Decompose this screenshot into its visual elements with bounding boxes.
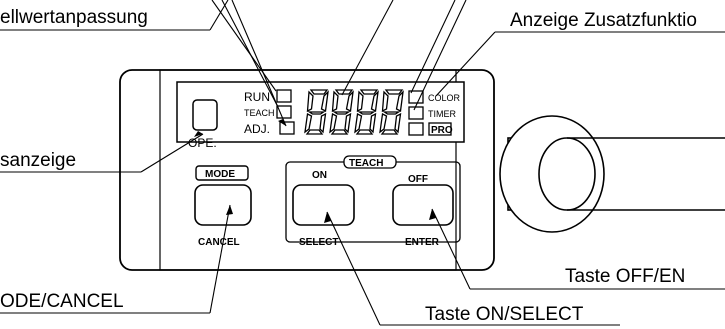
select-label: SELECT <box>299 237 338 248</box>
digit-segment <box>320 90 329 112</box>
digit-segment <box>379 113 388 134</box>
arrowhead <box>324 212 331 223</box>
left-indicators: RUN TEACH ADJ. <box>244 89 295 136</box>
digit-segment <box>380 129 399 135</box>
digit-segment <box>354 113 363 134</box>
arrowhead <box>226 205 233 215</box>
pro-label: PRO <box>431 125 453 136</box>
digit-segment <box>331 90 339 113</box>
teach-label-frame <box>343 155 397 169</box>
digit-segment <box>345 90 354 112</box>
digit-segment <box>384 89 404 95</box>
digit-segment <box>357 111 376 115</box>
adj-led <box>279 121 295 135</box>
enter-label: ENTER <box>405 237 440 248</box>
run-led <box>276 89 292 103</box>
display-digit <box>379 89 404 135</box>
run-label: RUN <box>244 90 270 104</box>
digit-segment <box>395 90 404 112</box>
ope-label: OPE. <box>188 136 217 150</box>
digit-segment <box>381 90 389 113</box>
arrowhead <box>278 119 286 126</box>
callout-off-enter: Taste OFF/EN <box>565 266 685 287</box>
leader-arrowheads <box>194 119 436 223</box>
pro-led <box>408 122 424 136</box>
teach-button-group: TEACH ON SELECT OFF ENTER <box>285 155 461 248</box>
digit-segment <box>330 129 349 135</box>
digit-segment <box>394 112 402 134</box>
digit-segment <box>332 111 351 115</box>
on-label: ON <box>312 170 327 181</box>
callout-extra-function-display: Anzeige Zusatzfunktio <box>510 10 697 31</box>
adj-label: ADJ. <box>244 122 270 136</box>
digit-segment <box>304 113 313 134</box>
digit-segment <box>370 90 379 112</box>
callout-on-select: Taste ON/SELECT <box>425 304 584 325</box>
seven-segment-display <box>304 89 404 135</box>
teach-led <box>276 105 292 119</box>
callout-operation-display: sanzeige <box>0 150 76 171</box>
cancel-label: CANCEL <box>198 237 240 248</box>
arrowhead <box>429 209 436 220</box>
digit-segment <box>305 129 324 135</box>
digit-segment <box>382 111 401 115</box>
off-enter-button[interactable] <box>392 184 454 226</box>
callout-mode-cancel: ODE/CANCEL <box>0 291 124 312</box>
display-digit <box>329 89 354 135</box>
pro-badge <box>428 122 452 136</box>
color-label: COLOR <box>428 93 461 103</box>
mode-label: MODE <box>205 169 235 180</box>
digit-segment <box>309 89 329 95</box>
digit-segment <box>356 90 364 113</box>
digit-segment <box>319 112 327 134</box>
digit-segment <box>359 89 379 95</box>
off-label: OFF <box>408 174 428 185</box>
color-led <box>408 90 424 104</box>
digit-segment <box>355 129 374 135</box>
arrowhead <box>194 131 203 137</box>
digit-segment <box>307 111 326 115</box>
cable <box>499 115 725 233</box>
display-digit <box>354 89 379 135</box>
digit-segment <box>344 112 352 134</box>
digit-segment <box>369 112 377 134</box>
timer-led <box>408 106 424 120</box>
callout-threshold-adjust: ellwertanpassung <box>0 7 148 28</box>
ope-indicator: OPE. <box>188 99 218 150</box>
digit-segment <box>306 90 314 113</box>
on-select-button[interactable] <box>292 184 355 226</box>
teach-group-label: TEACH <box>349 158 383 169</box>
mode-button-group: MODE CANCEL <box>194 165 252 248</box>
mode-cancel-button[interactable] <box>194 184 252 226</box>
display-digit <box>304 89 329 135</box>
digit-segment <box>329 113 338 134</box>
mode-label-frame <box>195 165 249 181</box>
teach-label: TEACH <box>244 108 275 118</box>
digit-segment <box>334 89 354 95</box>
timer-label: TIMER <box>428 109 456 119</box>
